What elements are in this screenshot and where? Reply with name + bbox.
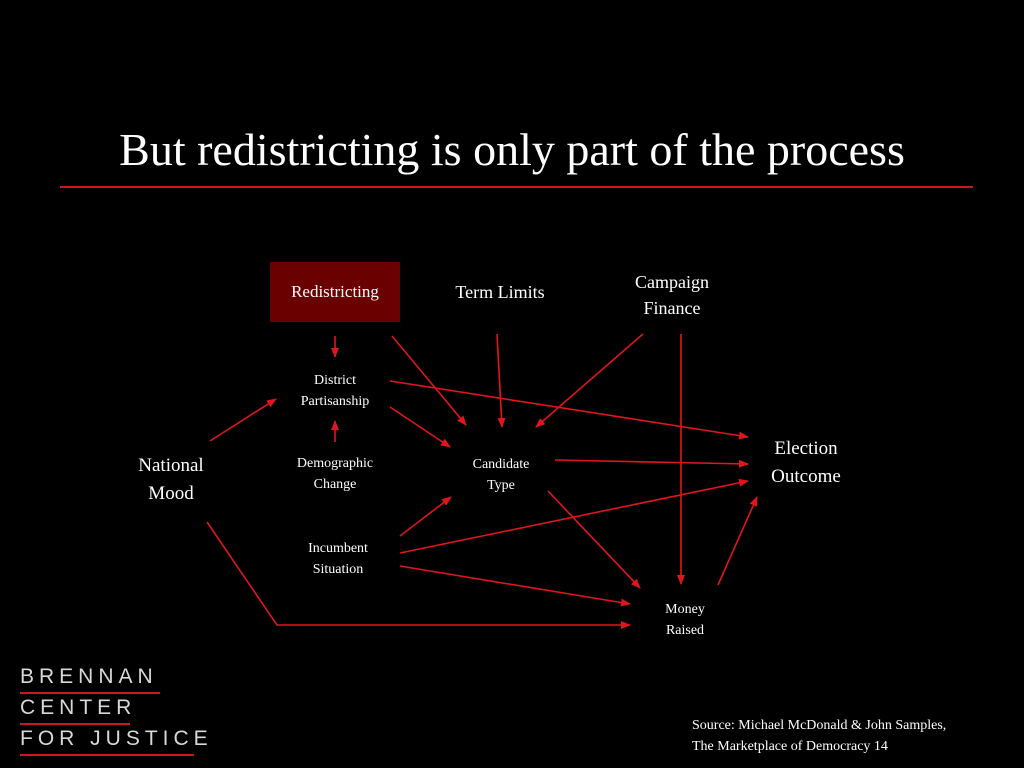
node-incumbent-situation-line2: Situation xyxy=(312,562,364,577)
logo-line-center: CENTER xyxy=(20,696,137,719)
arrow-money-raised-to-election-outcome xyxy=(717,496,758,586)
arrow-candidate-type-to-election-outcome xyxy=(554,459,749,468)
node-candidate-type: Candidate Type xyxy=(473,454,530,496)
node-incumbent-situation: Incumbent Situation xyxy=(308,538,368,580)
logo-rule-1 xyxy=(20,692,160,694)
arrow-district-partisanship-to-election-outcome xyxy=(389,380,749,440)
arrow-incumbent-situation-to-money-raised xyxy=(399,565,631,607)
logo-line-for-justice: FOR JUSTICE xyxy=(20,727,213,750)
node-election-outcome: Election Outcome xyxy=(771,435,841,491)
node-candidate-type-line1: Candidate xyxy=(472,457,530,472)
slide-title: But redistricting is only part of the pr… xyxy=(119,124,905,175)
source-citation: Source: Michael McDonald & John Samples,… xyxy=(692,715,946,757)
node-money-raised-line1: Money xyxy=(665,602,705,617)
node-demographic-change-line1: Demographic xyxy=(296,456,374,471)
arrow-redistricting-to-candidate-type xyxy=(391,335,467,426)
arrow-candidate-type-to-money-raised xyxy=(547,490,641,589)
node-money-raised-line2: Raised xyxy=(665,623,705,638)
node-money-raised: Money Raised xyxy=(665,599,705,641)
node-national-mood: National Mood xyxy=(138,452,203,508)
node-incumbent-situation-line1: Incumbent xyxy=(308,541,368,556)
node-national-mood-line1: National xyxy=(138,455,204,476)
node-candidate-type-line2: Type xyxy=(487,478,515,493)
node-election-outcome-line2: Outcome xyxy=(771,466,841,487)
brennan-center-logo: BRENNAN CENTER FOR JUSTICE xyxy=(20,664,213,757)
arrow-incumbent-situation-to-candidate-type xyxy=(399,496,452,537)
node-term-limits: Term Limits xyxy=(455,279,544,305)
source-line-1: Source: Michael McDonald & John Samples, xyxy=(692,718,947,733)
arrow-incumbent-situation-to-election-outcome xyxy=(399,478,749,554)
node-redistricting-label: Redistricting xyxy=(291,282,379,301)
arrow-campaign-finance-to-candidate-type xyxy=(535,333,644,428)
node-demographic-change-line2: Change xyxy=(313,477,357,492)
node-campaign-finance: Campaign Finance xyxy=(635,269,709,321)
node-term-limits-label: Term Limits xyxy=(455,282,545,302)
arrow-national-mood-to-district-partisanship xyxy=(209,398,277,442)
node-national-mood-line2: Mood xyxy=(148,483,194,504)
title-underline xyxy=(60,186,973,188)
node-campaign-finance-line2: Finance xyxy=(643,298,701,318)
node-election-outcome-line1: Election xyxy=(774,438,838,459)
logo-rule-2 xyxy=(20,723,130,725)
node-district-partisanship-line1: District xyxy=(313,373,356,388)
node-demographic-change: Demographic Change xyxy=(297,453,373,495)
node-campaign-finance-line1: Campaign xyxy=(635,272,709,292)
logo-line-brennan: BRENNAN xyxy=(20,665,158,688)
node-redistricting: Redistricting xyxy=(270,262,400,322)
arrow-term-limits-to-candidate-type xyxy=(496,333,506,428)
arrow-district-partisanship-to-candidate-type xyxy=(389,406,451,448)
arrow-national-mood-to-money-raised xyxy=(206,521,631,629)
node-district-partisanship: District Partisanship xyxy=(301,370,369,412)
logo-rule-3 xyxy=(20,754,194,756)
source-line-2: The Marketplace of Democracy 14 xyxy=(692,739,888,754)
node-district-partisanship-line2: Partisanship xyxy=(300,394,370,409)
